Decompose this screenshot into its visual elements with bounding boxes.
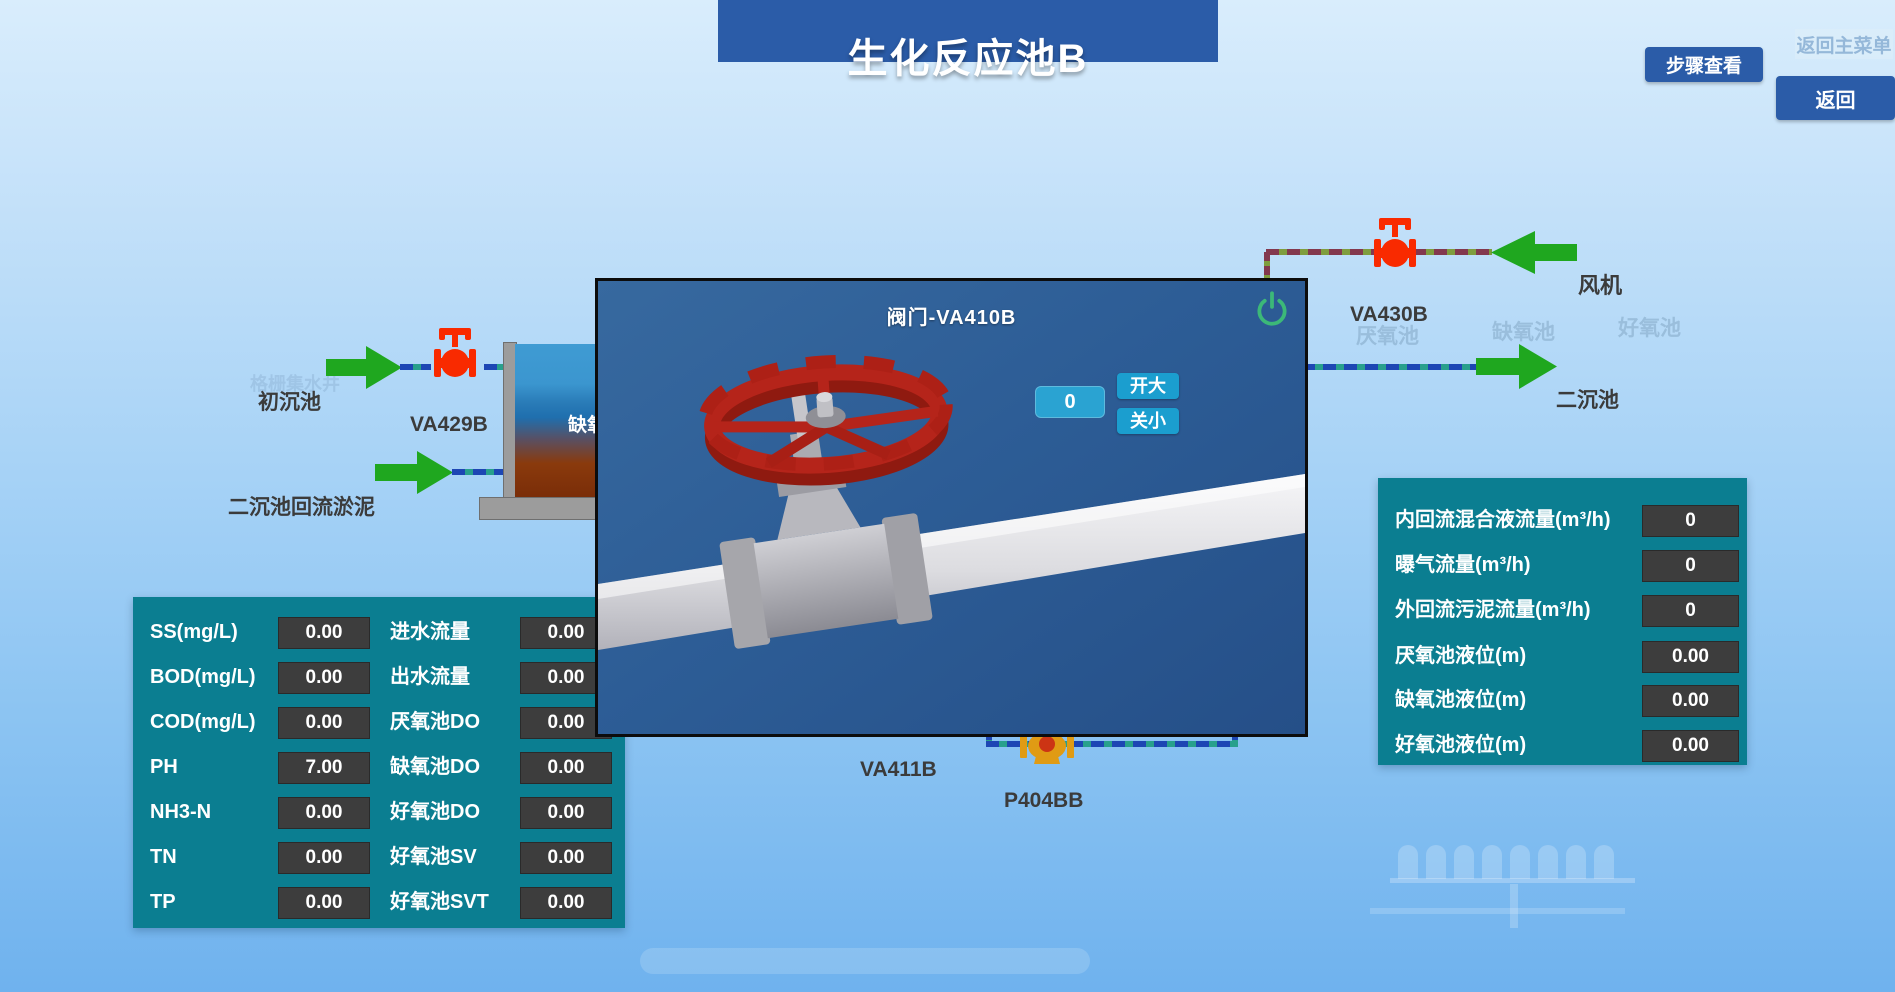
- back-button[interactable]: 返回: [1776, 76, 1895, 120]
- panel-row: TP 0.00 好氧池SVT 0.00: [133, 887, 625, 919]
- water-quality-panel: SS(mg/L) 0.00 进水流量 0.00 BOD(mg/L) 0.00 出…: [133, 597, 625, 928]
- param-value: 0: [1642, 595, 1739, 627]
- aeration-basin-outline: [1398, 845, 1626, 879]
- param-label: 曝气流量(m³/h): [1395, 554, 1531, 576]
- panel-row: NH3-N 0.00 好氧池DO 0.00: [133, 797, 625, 829]
- title-bar: [718, 0, 1218, 62]
- param-label: TN: [150, 846, 177, 868]
- outflow-arrow-icon: [1476, 344, 1557, 389]
- param-label: 好氧池液位(m): [1395, 734, 1527, 756]
- background-pipe-line: [1370, 908, 1625, 914]
- page-title: 生化反应池B: [847, 37, 1089, 81]
- inflow-source-label: 初沉池: [258, 391, 321, 414]
- param-value: 0.00: [520, 887, 612, 919]
- pump-pipe-dash: [986, 741, 1238, 747]
- param-label: 好氧池DO: [390, 801, 480, 823]
- param-value: 0.00: [278, 617, 370, 649]
- param-label: 内回流混合液流量(m³/h): [1395, 509, 1611, 531]
- valve-va430b-icon[interactable]: [1366, 216, 1424, 272]
- param-label: TP: [150, 891, 176, 913]
- param-value: 0.00: [520, 797, 612, 829]
- outflow-pipe-dash: [1302, 364, 1476, 370]
- panel-row: SS(mg/L) 0.00 进水流量 0.00: [133, 617, 625, 649]
- param-value: 0: [1642, 505, 1739, 537]
- pump-p404bb-label: P404BB: [1004, 789, 1084, 812]
- panel-row: 曝气流量(m³/h) 0: [1378, 550, 1747, 582]
- param-label: COD(mg/L): [150, 711, 256, 733]
- sludge-return-arrow-icon: [375, 451, 453, 494]
- param-label: BOD(mg/L): [150, 666, 256, 688]
- sludge-return-label: 二沉池回流淤泥: [228, 496, 375, 519]
- param-value: 0.00: [1642, 641, 1739, 673]
- param-value: 0.00: [278, 662, 370, 694]
- param-value: 0: [1642, 550, 1739, 582]
- watermark-grit-well: 格栅集水井: [250, 374, 340, 394]
- blower-arrow-icon: [1491, 231, 1577, 274]
- param-value: 7.00: [278, 752, 370, 784]
- param-value: 0.00: [278, 842, 370, 874]
- air-pipe-dash-vertical: [1264, 252, 1270, 280]
- watermark-anoxic-tank: 缺氧池: [1492, 321, 1555, 344]
- pump-pipe-stub-left: [986, 731, 992, 744]
- pipe-dash-segment: [400, 364, 431, 370]
- param-label: 厌氧池DO: [390, 711, 480, 733]
- valve-dialog-title: 阀门-VA410B: [886, 307, 1017, 329]
- param-label: 缺氧池DO: [390, 756, 480, 778]
- inflow-arrow-icon: [326, 346, 402, 389]
- param-value: 0.00: [278, 797, 370, 829]
- open-more-button[interactable]: 开大: [1117, 373, 1179, 399]
- steps-view-button[interactable]: 步骤查看: [1645, 47, 1763, 82]
- panel-row: 厌氧池液位(m) 0.00: [1378, 641, 1747, 673]
- valve-dialog: 阀门-VA410B 0 开大 关小: [595, 278, 1308, 737]
- outflow-label: 二沉池: [1556, 389, 1619, 412]
- param-label: NH3-N: [150, 801, 212, 823]
- param-value: 0.00: [278, 707, 370, 739]
- param-value: 0.00: [520, 752, 612, 784]
- panel-row: COD(mg/L) 0.00 厌氧池DO 0.00: [133, 707, 625, 739]
- param-label: 缺氧池液位(m): [1395, 689, 1527, 711]
- pipe-dash-segment: [452, 469, 508, 475]
- watermark-aerobic-tank: 好氧池: [1618, 317, 1681, 340]
- power-icon[interactable]: [1252, 289, 1292, 329]
- panel-row: PH 7.00 缺氧池DO 0.00: [133, 752, 625, 784]
- param-value: 0.00: [278, 887, 370, 919]
- param-label: PH: [150, 756, 178, 778]
- panel-row: 缺氧池液位(m) 0.00: [1378, 685, 1747, 717]
- panel-row: 好氧池液位(m) 0.00: [1378, 730, 1747, 762]
- blower-label: 风机: [1578, 273, 1623, 298]
- valve-va429b-icon[interactable]: [426, 326, 484, 382]
- flow-level-panel: 内回流混合液流量(m³/h) 0 曝气流量(m³/h) 0 外回流污泥流量(m³…: [1378, 478, 1747, 765]
- param-label: 外回流污泥流量(m³/h): [1395, 599, 1591, 621]
- param-label: 好氧池SV: [390, 846, 477, 868]
- param-value: 0.00: [1642, 685, 1739, 717]
- close-down-button[interactable]: 关小: [1117, 408, 1179, 434]
- valve-3d-scene: [598, 354, 1305, 650]
- return-main-menu-button[interactable]: 返回主菜单: [1795, 29, 1893, 59]
- param-label: 进水流量: [390, 621, 470, 643]
- background-pipe-stub: [1510, 884, 1518, 928]
- watermark-anaerobic-tank: 厌氧池: [1356, 325, 1419, 348]
- param-value: 0.00: [1642, 730, 1739, 762]
- panel-row: 内回流混合液流量(m³/h) 0: [1378, 505, 1747, 537]
- aeration-basin-baseline: [1390, 878, 1635, 883]
- background-pipe-capsule: [640, 948, 1090, 974]
- valve-opening-value[interactable]: 0: [1035, 386, 1105, 418]
- param-label: SS(mg/L): [150, 621, 238, 643]
- pipe-dash-segment: [484, 364, 508, 370]
- valve-va411b-label: VA411B: [860, 758, 937, 781]
- param-value: 0.00: [520, 842, 612, 874]
- valve-va429b-label: VA429B: [410, 413, 488, 436]
- panel-row: 外回流污泥流量(m³/h) 0: [1378, 595, 1747, 627]
- valve-va430b-label: VA430B: [1350, 303, 1428, 326]
- param-label: 厌氧池液位(m): [1395, 645, 1527, 667]
- panel-row: BOD(mg/L) 0.00 出水流量 0.00: [133, 662, 625, 694]
- param-label: 好氧池SVT: [390, 891, 489, 913]
- panel-row: TN 0.00 好氧池SV 0.00: [133, 842, 625, 874]
- pump-pipe-stub-right: [1232, 731, 1238, 744]
- param-label: 出水流量: [390, 666, 470, 688]
